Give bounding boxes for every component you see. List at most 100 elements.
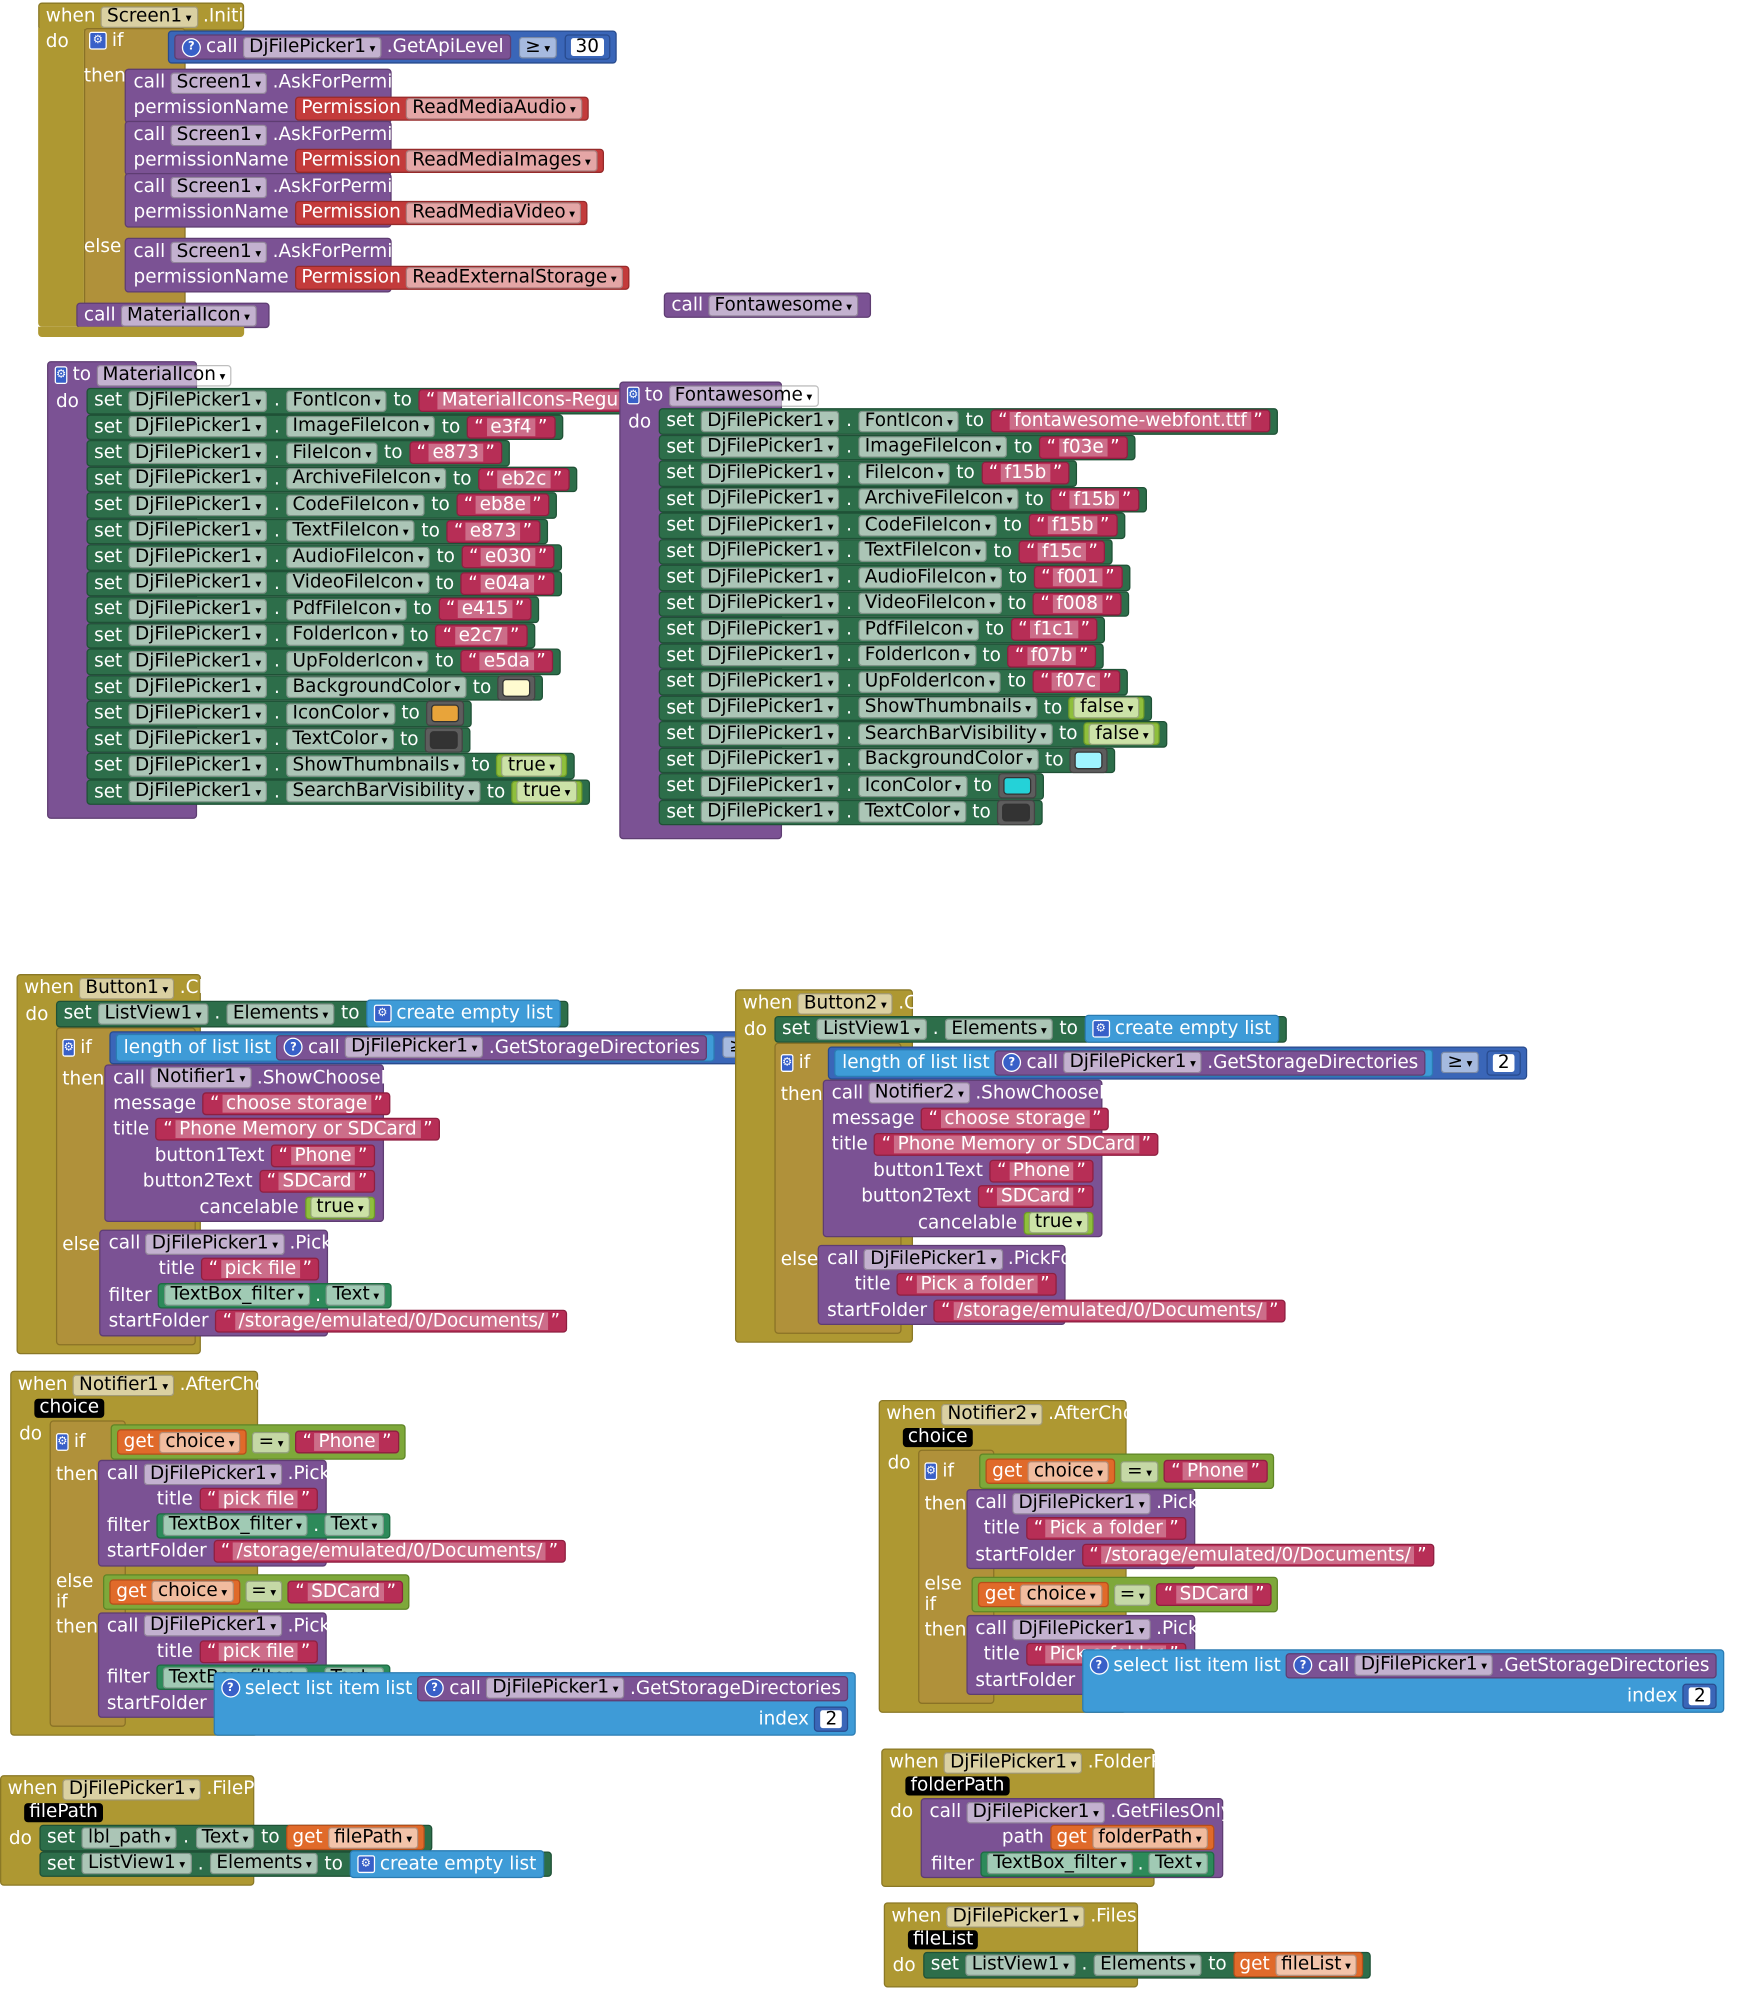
set-property-block[interactable]: set DjFilePicker1 . UpFolderIcon to “f07… xyxy=(658,668,1128,695)
set-property-block[interactable]: set DjFilePicker1 . CodeFileIcon to “f15… xyxy=(658,512,1125,539)
text-string-block[interactable]: “eb2c” xyxy=(477,467,570,491)
event-parameter[interactable]: choice xyxy=(902,1427,973,1448)
set-property-block[interactable]: set DjFilePicker1 . TextColor to xyxy=(658,799,1043,826)
compare-equals-block[interactable]: get choice = “Phone” xyxy=(979,1453,1275,1490)
set-property-block[interactable]: set DjFilePicker1 . SearchBarVisibility … xyxy=(658,720,1168,748)
permission-dropdown[interactable]: ReadExternalStorage xyxy=(405,266,623,289)
string-value[interactable]: SDCard xyxy=(997,1188,1074,1206)
component-dropdown[interactable]: DjFilePicker1 xyxy=(128,676,268,699)
string-value[interactable]: f15b xyxy=(1000,464,1051,483)
set-property-block[interactable]: set DjFilePicker1 . BackgroundColor to xyxy=(658,747,1116,774)
property-dropdown[interactable]: CodeFileIcon xyxy=(286,494,425,516)
component-dropdown[interactable]: DjFilePicker1 xyxy=(1354,1654,1494,1677)
number-value[interactable]: 2 xyxy=(1492,1053,1515,1072)
property-dropdown[interactable]: IconColor xyxy=(286,702,395,725)
component-dropdown[interactable]: DjFilePicker1 xyxy=(700,618,840,641)
component-dropdown[interactable]: DjFilePicker1 xyxy=(128,442,268,464)
number-value[interactable]: 2 xyxy=(1688,1687,1711,1705)
text-string-block[interactable]: “f1c1” xyxy=(1010,618,1098,642)
component-dropdown[interactable]: TextBox_filter xyxy=(162,1514,309,1537)
set-property-block[interactable]: set DjFilePicker1 . VideoFileIcon to “f0… xyxy=(658,590,1130,617)
gear-icon[interactable]: ⚙ xyxy=(1091,1020,1110,1038)
call-block[interactable]: ? call DjFilePicker1 .GetStorageDirector… xyxy=(994,1049,1426,1076)
property-dropdown[interactable]: ArchiveFileIcon xyxy=(858,488,1019,511)
color-swatch[interactable] xyxy=(1003,777,1032,796)
component-dropdown[interactable]: Notifier2 xyxy=(941,1403,1044,1425)
component-dropdown[interactable]: Screen1 xyxy=(100,5,198,28)
component-dropdown[interactable]: DjFilePicker1 xyxy=(344,1036,484,1058)
string-value[interactable]: Phone xyxy=(314,1433,380,1451)
permission-block[interactable]: Permission ReadMediaVideo xyxy=(294,200,588,225)
component-dropdown[interactable]: DjFilePicker1 xyxy=(128,650,268,673)
text-string-block[interactable]: “Phone Memory or SDCard” xyxy=(874,1133,1159,1157)
set-property-block[interactable]: set DjFilePicker1 . FontIcon to “Materia… xyxy=(86,387,699,414)
string-value[interactable]: f008 xyxy=(1052,594,1102,613)
set-property-block[interactable]: set DjFilePicker1 . TextFileIcon to “e87… xyxy=(86,518,548,545)
set-property-block[interactable]: set DjFilePicker1 . ArchiveFileIcon to “… xyxy=(86,466,578,493)
permission-block[interactable]: Permission ReadMediaImages xyxy=(294,148,604,173)
gear-icon[interactable]: ⚙ xyxy=(924,1462,938,1481)
component-dropdown[interactable]: DjFilePicker1 xyxy=(128,702,268,725)
gear-icon[interactable]: ⚙ xyxy=(55,1433,69,1451)
property-dropdown[interactable]: SearchBarVisibility xyxy=(286,781,481,803)
boolean-block[interactable]: false xyxy=(1083,722,1161,746)
boolean-block[interactable]: true xyxy=(496,754,567,778)
string-value[interactable]: f15b xyxy=(1069,490,1120,509)
length-of-list-block[interactable]: length of list list ? call DjFilePicker1… xyxy=(115,1033,716,1062)
text-string-block[interactable]: “/storage/emulated/0/Documents/” xyxy=(1081,1543,1435,1567)
string-value[interactable]: f07b xyxy=(1026,647,1077,665)
component-dropdown[interactable]: DjFilePicker1 xyxy=(1012,1492,1152,1514)
operator-dropdown[interactable]: ≥ xyxy=(1441,1051,1479,1074)
component-dropdown[interactable]: ListView1 xyxy=(81,1853,192,1875)
if-else-block[interactable]: ⚙ if length of list list ? call DjFilePi… xyxy=(55,1026,809,1345)
component-dropdown[interactable]: DjFilePicker1 xyxy=(128,781,268,803)
if-else-block[interactable]: ⚙ if length of list list ? call DjFilePi… xyxy=(774,1042,1528,1334)
property-dropdown[interactable]: TextColor xyxy=(286,728,394,751)
text-string-block[interactable]: “SDCard” xyxy=(977,1185,1094,1209)
string-value[interactable]: Phone xyxy=(1183,1462,1248,1480)
string-value[interactable]: Phone xyxy=(1009,1162,1074,1180)
property-dropdown[interactable]: UpFolderIcon xyxy=(286,650,430,673)
component-dropdown[interactable]: Notifier2 xyxy=(868,1082,971,1104)
help-icon[interactable]: ? xyxy=(1002,1052,1022,1072)
text-string-block[interactable]: “pick file” xyxy=(199,1488,318,1511)
call-block[interactable]: ? call DjFilePicker1 .GetStorageDirector… xyxy=(1285,1652,1718,1679)
event-parameter[interactable]: folderPath xyxy=(905,1776,1010,1796)
string-value[interactable]: f07c xyxy=(1052,673,1100,691)
set-property-block[interactable]: set DjFilePicker1 . CodeFileIcon to “eb8… xyxy=(86,492,557,519)
get-variable-block[interactable]: get choice xyxy=(978,1581,1109,1608)
set-property-block[interactable]: set ListView1 . Elements to ⚙ create emp… xyxy=(774,1015,1287,1044)
event-Notifier1-afterchoosing[interactable]: when Notifier1 .AfterChoosing choice do … xyxy=(10,1370,857,1736)
text-string-block[interactable]: “f15b” xyxy=(981,461,1070,485)
event-filepicked[interactable]: when DjFilePicker1 .FilePicked filePath … xyxy=(0,1775,552,1886)
variable-dropdown[interactable]: folderPath xyxy=(1091,1826,1209,1849)
text-string-block[interactable]: “f03e” xyxy=(1038,435,1128,459)
property-dropdown[interactable]: AudioFileIcon xyxy=(286,546,431,569)
text-string-block[interactable]: “Phone” xyxy=(294,1430,400,1454)
event-folderpicked[interactable]: when DjFilePicker1 .FolderPicked folderP… xyxy=(881,1748,1289,1888)
get-variable-block[interactable]: get folderPath xyxy=(1050,1825,1215,1851)
component-dropdown[interactable]: DjFilePicker1 xyxy=(1012,1618,1152,1640)
set-property-block[interactable]: set DjFilePicker1 . IconColor to xyxy=(86,700,472,727)
string-value[interactable]: pick file xyxy=(220,1260,300,1279)
set-property-block[interactable]: set DjFilePicker1 . IconColor to xyxy=(658,773,1045,800)
component-dropdown[interactable]: DjFilePicker1 xyxy=(128,755,268,777)
text-string-block[interactable]: “f15b” xyxy=(1050,487,1139,511)
compare-block[interactable]: length of list list ? call DjFilePicker1… xyxy=(828,1045,1528,1079)
gear-icon[interactable]: ⚙ xyxy=(89,31,107,50)
event-parameter[interactable]: choice xyxy=(34,1398,105,1418)
component-dropdown[interactable]: DjFilePicker1 xyxy=(128,520,268,543)
property-dropdown[interactable]: UpFolderIcon xyxy=(858,671,1002,693)
help-icon[interactable]: ? xyxy=(181,37,201,57)
method-call-block[interactable]: call Screen1 .AskForPermissionpermission… xyxy=(124,172,588,227)
property-dropdown[interactable]: PdfFileIcon xyxy=(858,618,980,641)
color-swatch[interactable] xyxy=(502,678,531,697)
set-property-block[interactable]: set ListView1 . Elements to get fileList xyxy=(923,1951,1372,1978)
compare-equals-block[interactable]: get choice = “SDCard” xyxy=(103,1573,411,1610)
color-swatch[interactable] xyxy=(430,730,459,749)
color-block[interactable] xyxy=(998,773,1037,799)
component-dropdown[interactable]: DjFilePicker1 xyxy=(62,1778,202,1800)
set-property-block[interactable]: set DjFilePicker1 . FolderIcon to “f07b” xyxy=(658,642,1104,669)
